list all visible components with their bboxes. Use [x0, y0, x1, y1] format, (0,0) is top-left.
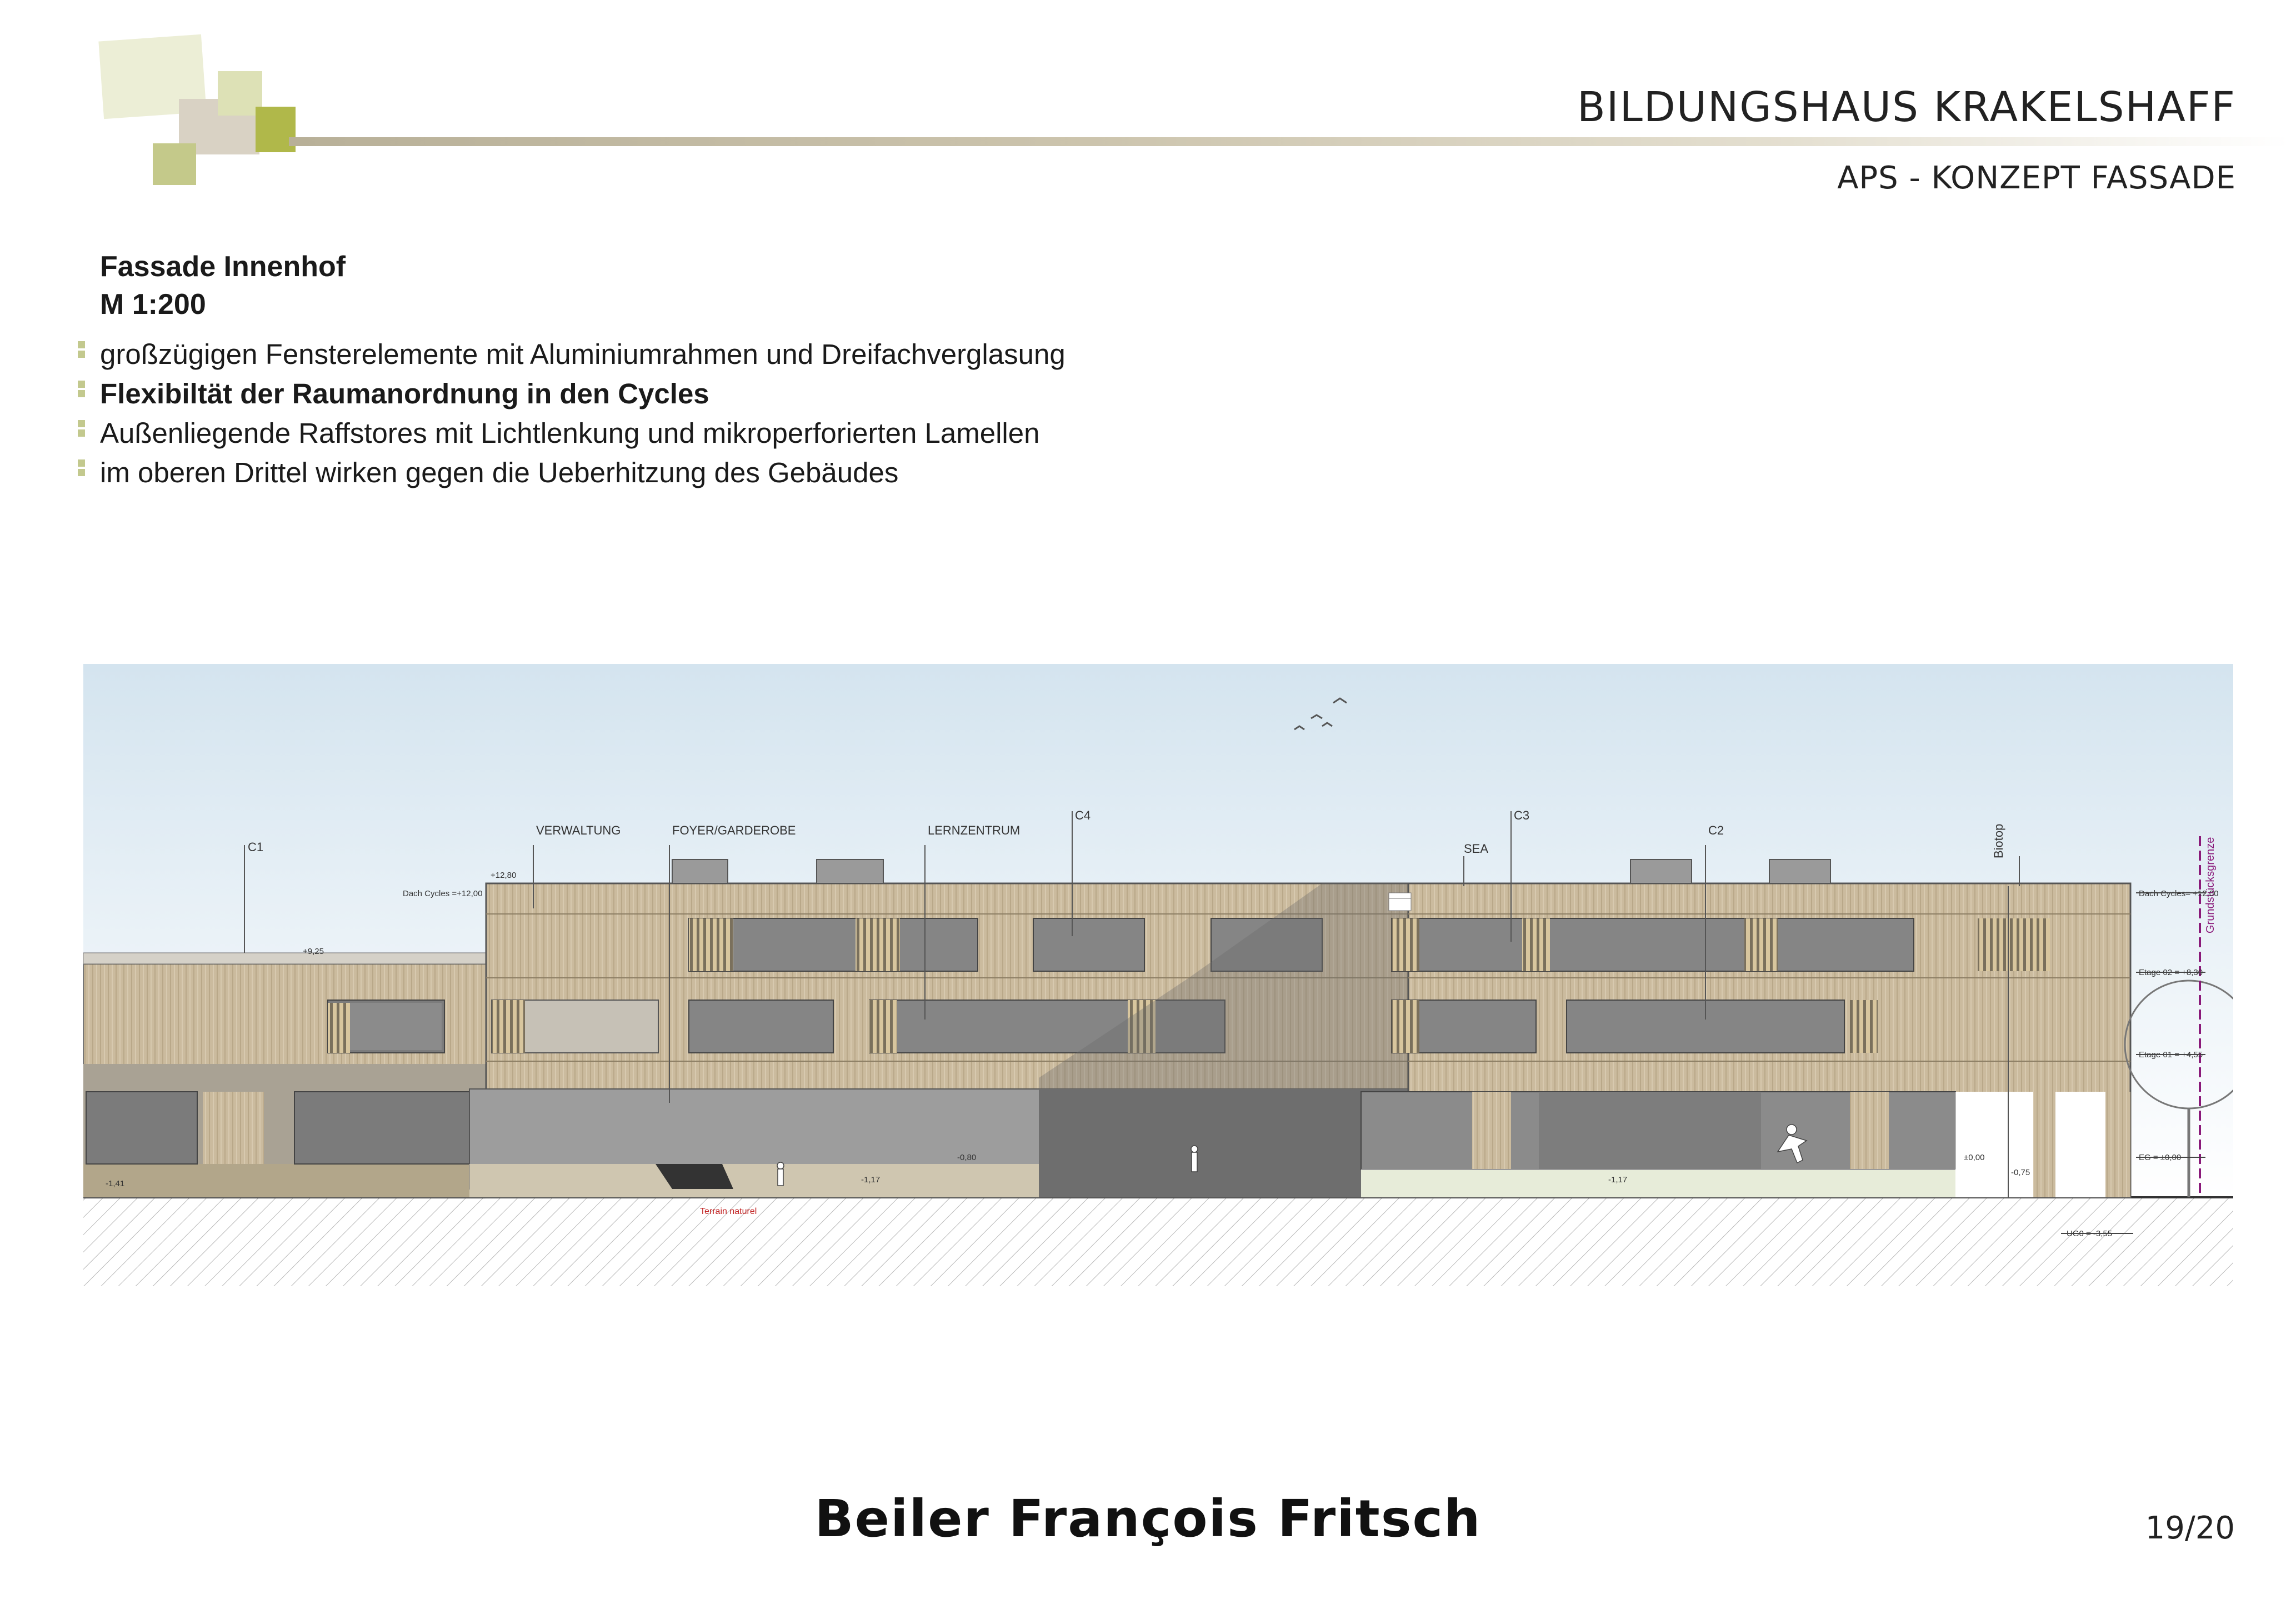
bullet-item: Außenliegende Raffstores mit Lichtlenkun…	[78, 413, 1066, 453]
label-foyer: FOYER/GARDEROBE	[672, 823, 796, 837]
level-pm000: ±0,00	[1964, 1153, 1984, 1162]
block-middle	[469, 859, 1409, 1198]
label-biotop: Biotop	[1992, 824, 2005, 858]
label-verwaltung: VERWALTUNG	[536, 823, 621, 837]
brand-logo: Beiler François Fritsch	[814, 1489, 1482, 1548]
label-terrain: Terrain naturel	[700, 1207, 757, 1216]
bullet-marker-icon	[78, 420, 85, 447]
bullet-marker-icon	[78, 459, 85, 486]
wing-c1	[83, 952, 487, 1198]
page-subtitle: APS - KONZEPT FASSADE	[1837, 160, 2236, 196]
block-right	[1360, 859, 2132, 1198]
facade-elevation-drawing: C1 VERWALTUNG FOYER/GARDEROBE LERNZENTRU…	[83, 664, 2233, 1286]
bullet-list: großzügigen Fensterelemente mit Aluminiu…	[78, 334, 1066, 492]
bullet-text: im oberen Drittel wirken gegen die Ueber…	[100, 457, 899, 488]
page-title: BILDUNGSHAUS KRAKELSHAFF	[1577, 83, 2236, 131]
logo-square-light	[218, 71, 262, 116]
label-c2: C2	[1708, 823, 1724, 837]
label-c4: C4	[1075, 808, 1091, 822]
level-117b: -1,17	[861, 1175, 880, 1185]
bullet-text: Flexibiltät der Raumanordnung in den Cyc…	[100, 378, 709, 409]
ground-section	[83, 1197, 2233, 1286]
bullet-marker-icon	[78, 381, 85, 407]
label-grundstuecksgrenze: Grundstücksgrenze	[2204, 837, 2217, 933]
bullet-text: großzügigen Fensterelemente mit Aluminiu…	[100, 338, 1066, 370]
bullet-item: im oberen Drittel wirken gegen die Ueber…	[78, 453, 1066, 492]
level-141: -1,41	[106, 1179, 124, 1188]
label-lernzentrum: LERNZENTRUM	[928, 823, 1020, 837]
section-heading: Fassade Innenhof	[100, 251, 346, 283]
level-1280: +12,80	[491, 871, 516, 880]
birds-icon	[1294, 697, 1347, 731]
level-925: +9,25	[303, 947, 324, 956]
bullet-item: Flexibiltät der Raumanordnung in den Cyc…	[78, 374, 1066, 413]
tree-icon	[2124, 980, 2233, 1197]
header-line	[289, 137, 2289, 146]
bullet-text: Außenliegende Raffstores mit Lichtlenkun…	[100, 417, 1040, 449]
level-dach-right: Dach Cycles= +12,00	[2139, 889, 2218, 898]
level-080: -0,80	[957, 1153, 976, 1162]
page-number: 19/20	[2145, 1510, 2235, 1546]
logo-square-small	[153, 143, 196, 185]
level-dach-left: Dach Cycles =+12,00	[403, 889, 482, 898]
bullet-marker-icon	[78, 341, 85, 368]
label-sea: SEA	[1464, 842, 1488, 856]
level-075: -0,75	[2011, 1168, 2030, 1177]
label-c3: C3	[1514, 808, 1529, 822]
bullet-item: großzügigen Fensterelemente mit Aluminiu…	[78, 334, 1066, 374]
person-icon	[777, 1124, 1808, 1186]
section-scale: M 1:200	[100, 288, 206, 321]
label-c1: C1	[248, 840, 263, 854]
level-117: -1,17	[1608, 1175, 1627, 1185]
